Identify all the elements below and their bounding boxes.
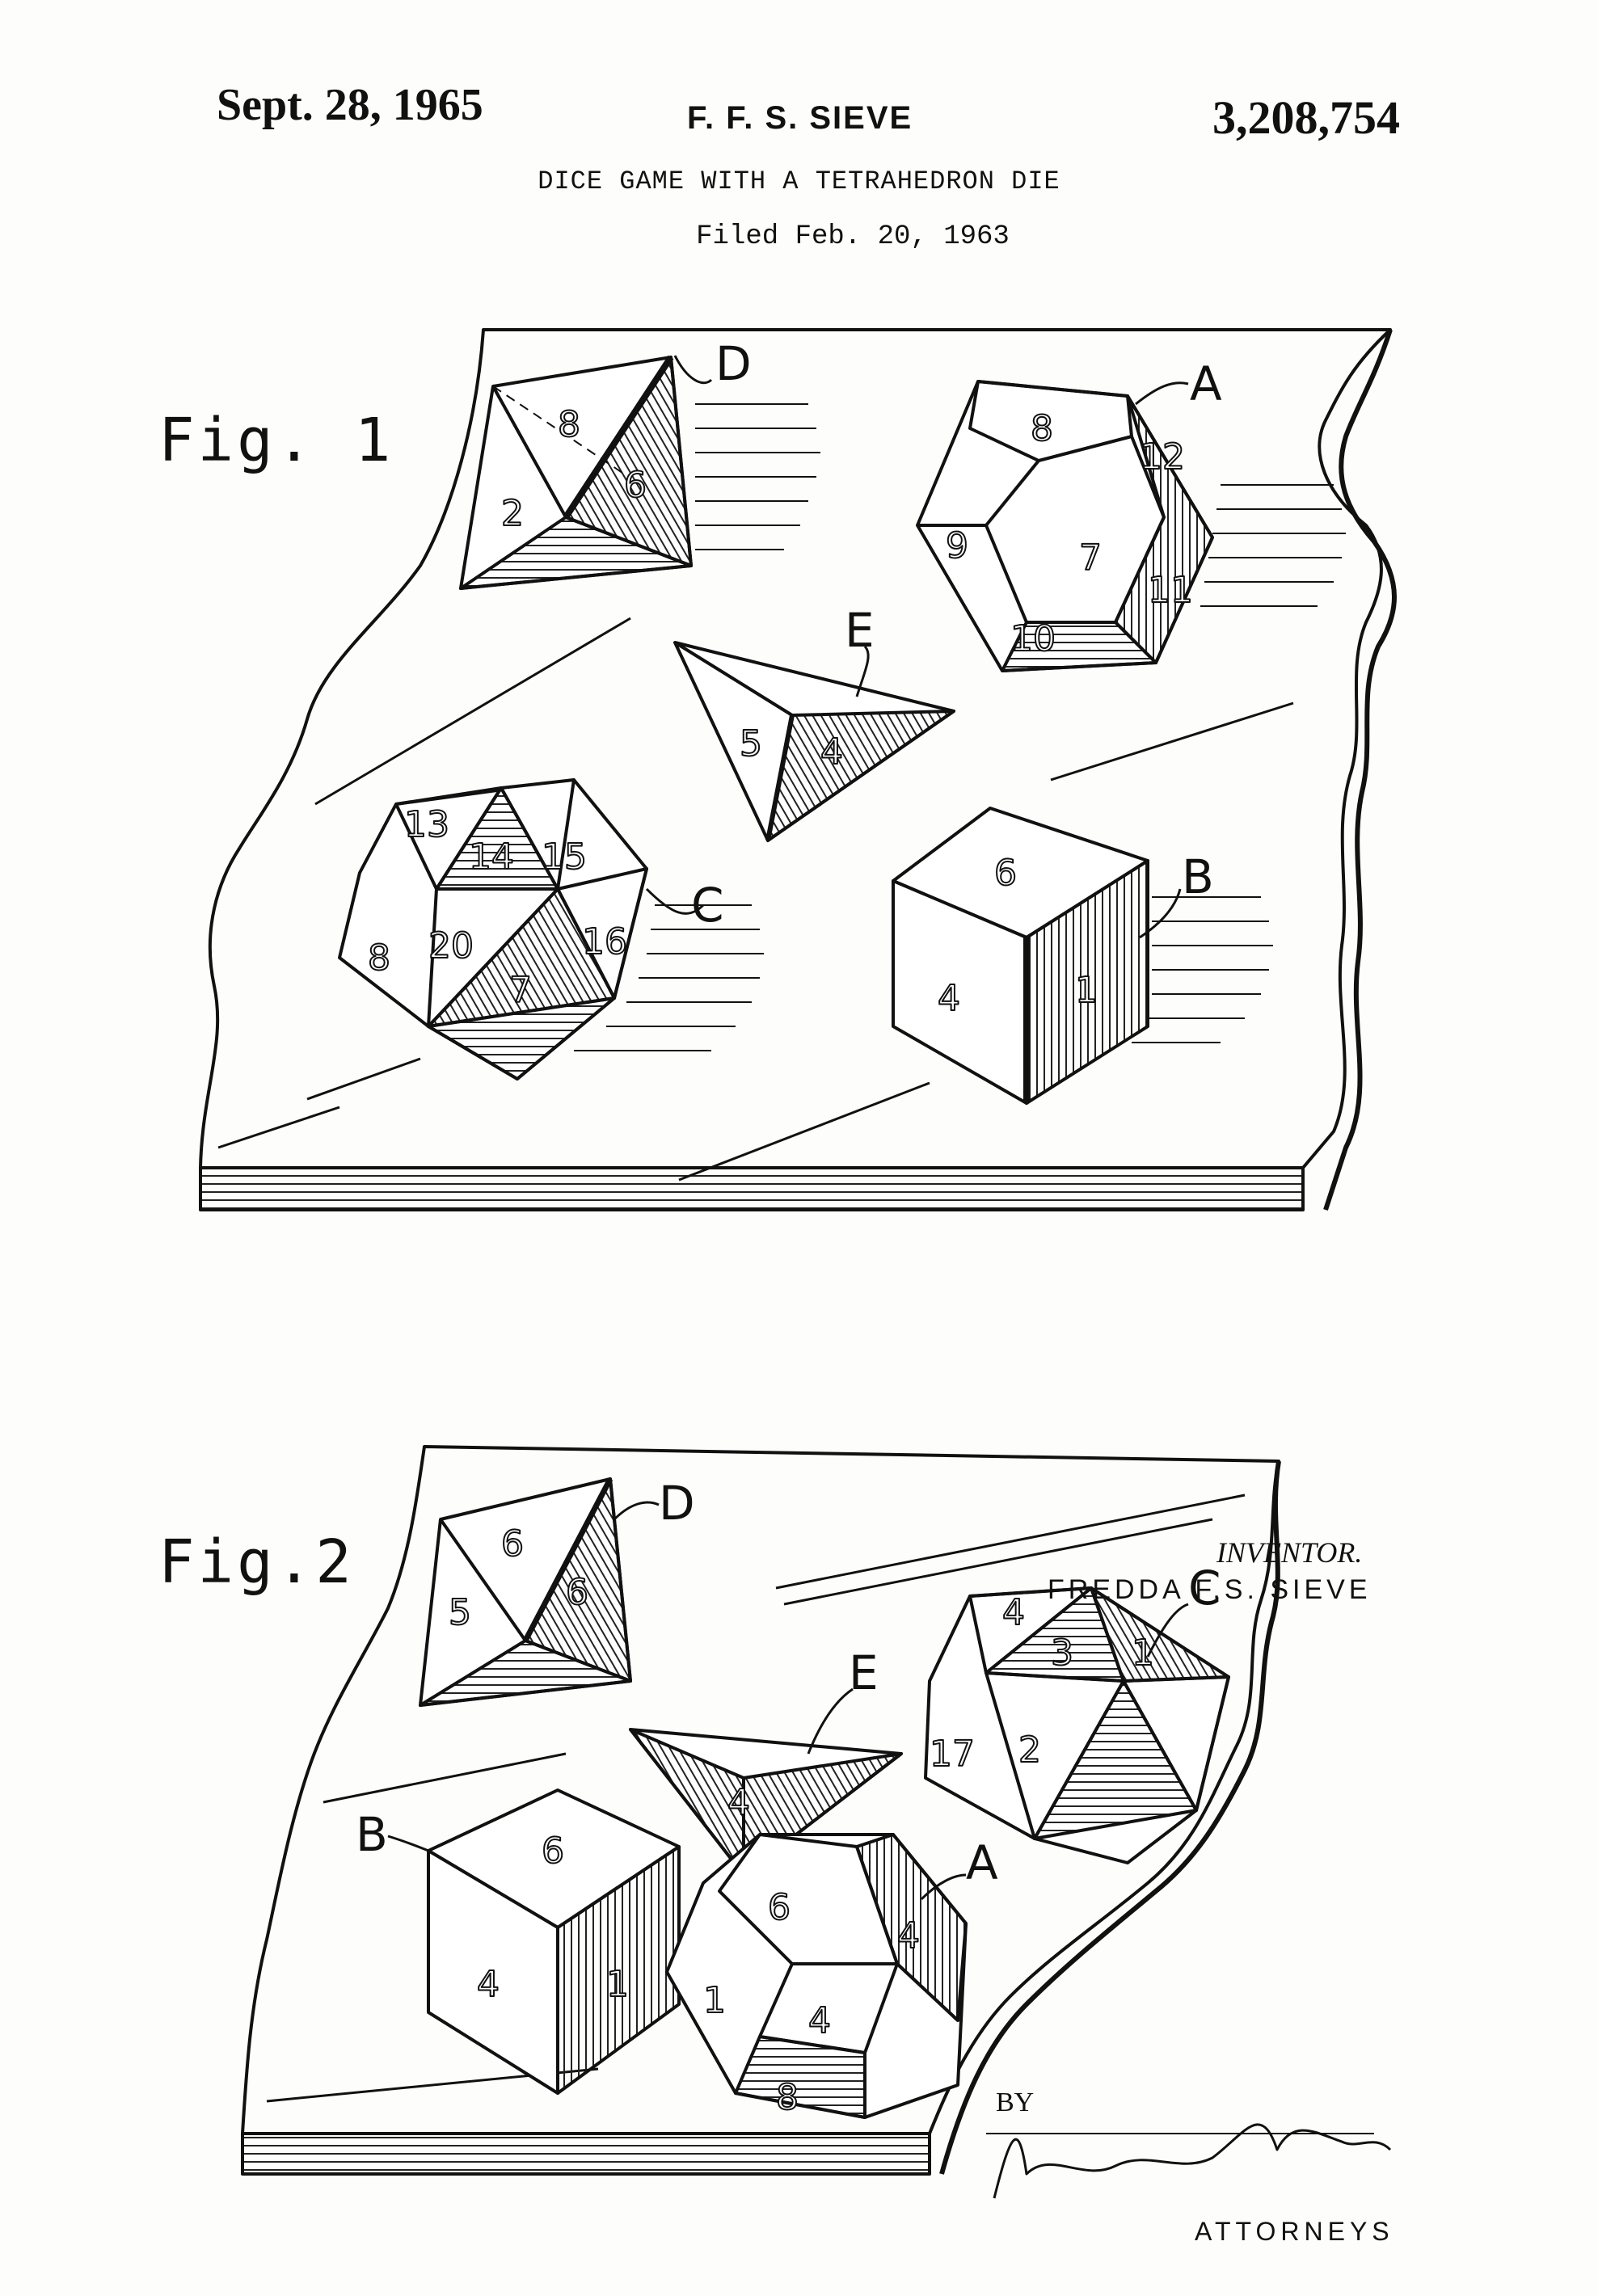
svg-text:9: 9 — [946, 525, 968, 567]
svg-text:3: 3 — [1051, 1632, 1073, 1674]
fig1-label-b: B — [1182, 849, 1214, 904]
inventor-name: FREDDA F.S. SIEVE — [1048, 1574, 1372, 1605]
fig1-board-edge — [199, 1166, 1305, 1211]
patent-number: 3,208,754 — [1212, 91, 1400, 144]
fig1-label-e: E — [845, 603, 875, 658]
fig2-die-b-cube: 6 4 1 — [427, 1788, 681, 2095]
svg-text:16: 16 — [582, 921, 627, 963]
svg-text:4: 4 — [808, 2000, 831, 2041]
fig2-board-edge — [241, 2132, 931, 2176]
figure-1-drawing: 2 8 6 8 9 7 12 11 10 — [199, 328, 1397, 1211]
svg-text:4: 4 — [1002, 1592, 1025, 1633]
attorney-signature — [993, 2123, 1392, 2199]
fig1-die-a-dodecahedron: 8 9 7 12 11 10 — [916, 380, 1214, 672]
figure-2-drawing: 6 5 6 4 3 1 17 2 — [241, 1445, 1392, 2199]
fig2-label-b: B — [356, 1807, 388, 1862]
svg-text:14: 14 — [469, 836, 514, 878]
svg-text:5: 5 — [449, 1592, 471, 1633]
svg-text:8: 8 — [1031, 408, 1053, 449]
svg-text:6: 6 — [501, 1523, 524, 1565]
svg-text:4: 4 — [820, 731, 843, 773]
fig2-label-a: A — [966, 1835, 998, 1890]
svg-text:6: 6 — [768, 1887, 791, 1928]
fig1-board-top — [199, 328, 1392, 1169]
fig2-die-a-dodecahedron: 6 4 1 4 8 — [665, 1833, 968, 2119]
svg-text:8: 8 — [368, 937, 390, 979]
fig1-board-right-edge — [1323, 329, 1397, 1211]
svg-text:2: 2 — [501, 493, 524, 534]
fig2-label-c: C — [1188, 1561, 1221, 1616]
svg-text:1: 1 — [1075, 970, 1098, 1011]
svg-text:6: 6 — [624, 465, 647, 506]
patent-date: Sept. 28, 1965 — [217, 80, 483, 130]
svg-text:6: 6 — [994, 853, 1017, 894]
svg-text:6: 6 — [566, 1572, 588, 1613]
svg-text:12: 12 — [1140, 436, 1185, 478]
svg-text:5: 5 — [740, 723, 762, 765]
svg-text:17: 17 — [930, 1734, 975, 1775]
svg-text:1: 1 — [703, 1980, 726, 2021]
svg-text:10: 10 — [1010, 618, 1056, 659]
svg-text:20: 20 — [428, 925, 474, 967]
svg-text:11: 11 — [1148, 570, 1193, 611]
svg-text:1: 1 — [606, 1964, 629, 2005]
by-label: BY — [996, 2087, 1035, 2117]
svg-text:8: 8 — [558, 404, 580, 445]
svg-text:13: 13 — [404, 804, 449, 845]
svg-text:2: 2 — [1018, 1729, 1041, 1771]
fig1-label-d: D — [715, 336, 752, 391]
figure-2-label: Fig.2 — [158, 1527, 355, 1597]
attorneys-label: ATTORNEYS — [1195, 2217, 1394, 2246]
patent-title: DICE GAME WITH A TETRAHEDRON DIE — [538, 166, 1060, 196]
fig1-die-e-tetrahedron: 5 4 — [673, 641, 955, 842]
fig1-die-c-icosahedron: 13 14 15 16 20 8 7 — [338, 778, 648, 1081]
svg-text:6: 6 — [542, 1830, 564, 1872]
figure-1-label: Fig. 1 — [158, 406, 394, 475]
fig2-label-e: E — [849, 1645, 879, 1700]
fig1-label-c: C — [691, 878, 724, 933]
fig1-die-b-cube: 6 4 1 — [892, 807, 1149, 1105]
svg-text:4: 4 — [727, 1782, 750, 1823]
fig1-label-a: A — [1190, 356, 1222, 411]
fig2-label-d: D — [659, 1476, 695, 1531]
svg-text:4: 4 — [897, 1915, 920, 1957]
svg-text:7: 7 — [509, 970, 532, 1011]
svg-text:4: 4 — [477, 1964, 500, 2005]
fig1-die-d-octahedron: 2 8 6 — [459, 355, 693, 590]
inventor-header: F. F. S. SIEVE — [687, 100, 913, 136]
inventor-label: INVENTOR. — [1216, 1536, 1363, 1569]
svg-text:7: 7 — [1079, 537, 1102, 579]
svg-text:15: 15 — [542, 836, 587, 878]
fig2-die-d-octahedron: 6 5 6 — [419, 1477, 632, 1707]
filed-date: Filed Feb. 20, 1963 — [696, 221, 1010, 252]
svg-text:4: 4 — [938, 978, 960, 1019]
svg-text:8: 8 — [776, 2077, 799, 2118]
fig2-die-c-icosahedron: 4 3 1 17 2 — [924, 1586, 1230, 1864]
